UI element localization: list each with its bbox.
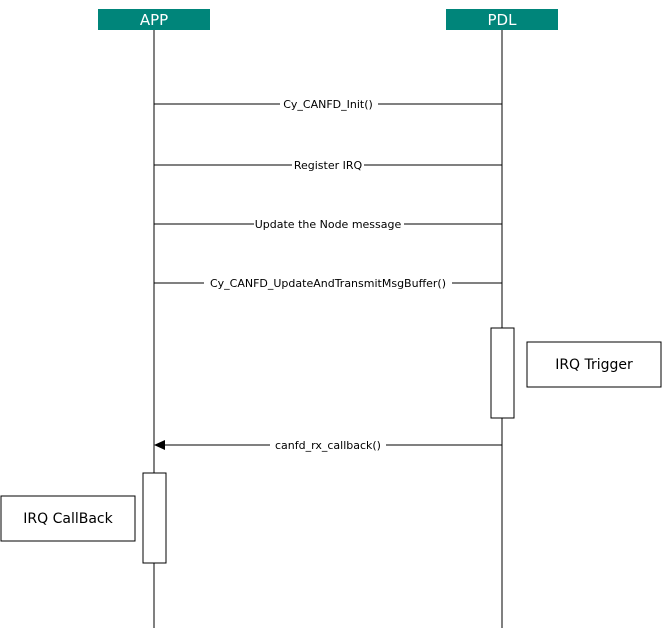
message-update-node: Update the Node message (154, 217, 502, 231)
irq-trigger-box (526, 341, 662, 388)
app-actor: APP (98, 9, 210, 30)
irq-callback-label: IRQ CallBack (23, 511, 113, 527)
message-init-label: Cy_CANFD_Init() (283, 98, 373, 111)
message-update-transmit-label-bg (204, 276, 452, 290)
message-rx-callback: canfd_rx_callback() (154, 438, 502, 452)
message-init: Cy_CANFD_Init() (154, 97, 502, 111)
pdl-actor: PDL (446, 9, 558, 30)
app-actor-label: APP (140, 11, 168, 29)
message-init-label-bg (280, 97, 378, 111)
irq-trigger-label: IRQ Trigger (555, 357, 633, 373)
message-update-node-label-bg (254, 217, 404, 231)
pdl-activation-bar (490, 327, 515, 419)
pdl-actor-box (446, 9, 558, 30)
irq-callback-box (0, 495, 136, 542)
message-register-irq-label: Register IRQ (294, 159, 363, 172)
app-actor-box (98, 9, 210, 30)
irq-trigger-note: IRQ Trigger (526, 341, 662, 388)
message-rx-callback-label-bg (270, 438, 386, 452)
message-register-irq-label-bg (292, 158, 364, 172)
message-rx-callback-label: canfd_rx_callback() (275, 439, 381, 452)
message-register-irq: Register IRQ (154, 158, 502, 172)
message-update-transmit: Cy_CANFD_UpdateAndTransmitMsgBuffer() (154, 276, 502, 290)
message-update-transmit-label: Cy_CANFD_UpdateAndTransmitMsgBuffer() (210, 277, 446, 290)
message-update-node-label: Update the Node message (255, 218, 402, 231)
irq-callback-note: IRQ CallBack (0, 495, 136, 542)
pdl-actor-label: PDL (488, 11, 518, 29)
arrowhead-left-icon (154, 440, 165, 450)
app-activation-bar (142, 472, 167, 564)
